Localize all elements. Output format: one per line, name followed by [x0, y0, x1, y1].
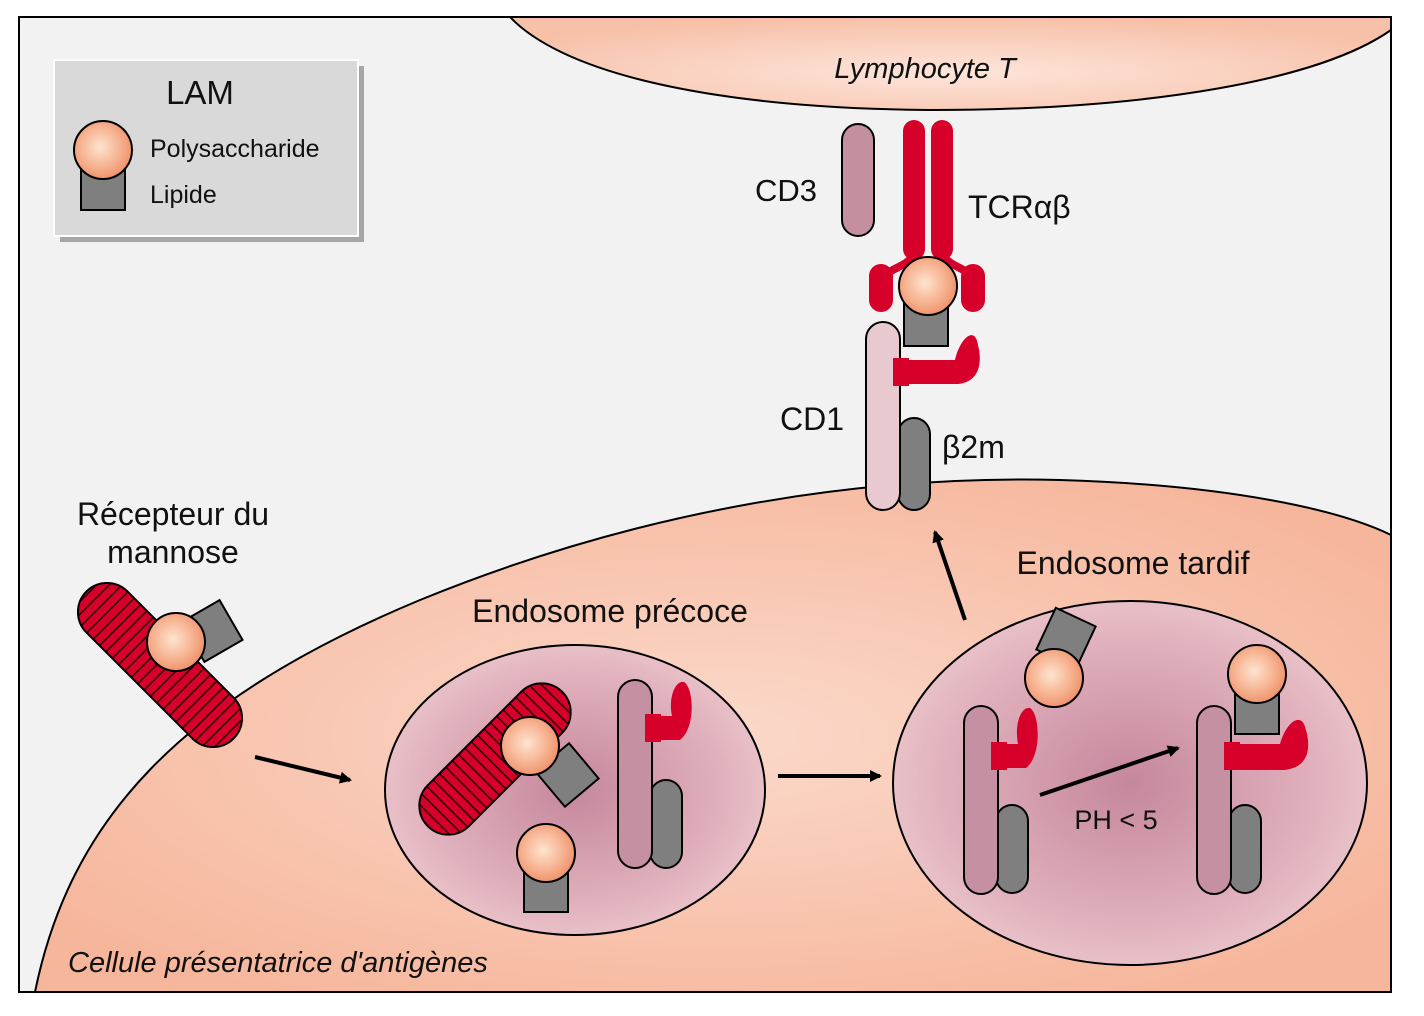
late-cd1-empty-groove-tip — [991, 742, 1007, 770]
apc-label: Cellule présentatrice d'antigènes — [68, 947, 488, 979]
cd1-alpha-groove — [905, 335, 980, 384]
early-cd1 — [617, 679, 653, 869]
b2m-label: β2m — [942, 429, 1005, 465]
tcr-beta-chain — [931, 120, 953, 260]
late-bound-lam-polysaccharide — [1227, 644, 1287, 704]
late-b2m-empty — [995, 804, 1029, 894]
late-free-lam-polysaccharide — [1024, 648, 1084, 708]
cd1-groove-tip — [893, 358, 909, 386]
ph-transition-arrow — [1039, 745, 1180, 797]
cd3-label: CD3 — [755, 173, 817, 208]
late-b2m-loaded — [1228, 804, 1262, 894]
late-cd1-empty-groove — [1001, 707, 1038, 768]
frame-border — [18, 16, 1392, 993]
b2m-molecule — [897, 417, 931, 511]
early-endosome-contents — [418, 679, 692, 913]
late-cd1-loaded-groove-tip — [1224, 742, 1240, 770]
early-cd1-groove — [655, 681, 692, 740]
mannose-receptor-surface — [76, 581, 244, 749]
tcr-alpha-beta — [869, 120, 985, 312]
tcr-alpha-chain — [903, 120, 925, 260]
legend: LAM Polysaccharide Lipide — [53, 59, 364, 242]
ph-label: PH < 5 — [1074, 805, 1157, 835]
legend-polysaccharide-swatch — [73, 120, 133, 180]
cd3-molecule — [841, 123, 875, 237]
receptor-label-line2: mannose — [107, 534, 239, 570]
cd1-molecule — [865, 321, 901, 511]
late-cd1-loaded — [1196, 705, 1232, 895]
endosomal-lam-polysaccharide-2 — [516, 823, 576, 883]
tcr-beta-domain — [961, 264, 985, 312]
t-lymphocyte-cell — [508, 17, 1391, 112]
late-endosome-label: Endosome tardif — [1016, 545, 1249, 581]
legend-title: LAM — [166, 74, 234, 111]
lam-polysaccharide-bound — [898, 256, 958, 316]
early-b2m — [649, 779, 683, 869]
tcr-label: TCRαβ — [968, 189, 1071, 225]
late-endosome-contents — [963, 606, 1309, 895]
cd1-label: CD1 — [780, 401, 844, 437]
lymphocyte-t-label: Lymphocyte T — [834, 53, 1018, 85]
legend-polysaccharide-label: Polysaccharide — [150, 135, 320, 163]
late-cd1-loaded-groove — [1234, 719, 1309, 770]
arrow-late-to-surface — [932, 530, 967, 621]
early-cd1-groove-tip — [645, 714, 661, 742]
surface-lam-polysaccharide — [146, 612, 206, 672]
cd1-complex-surface — [865, 256, 980, 511]
legend-lipide-label: Lipide — [150, 181, 217, 209]
endosomal-lam-polysaccharide-1 — [500, 716, 560, 776]
receptor-label-line1: Récepteur du — [77, 496, 269, 532]
early-endosome-label: Endosome précoce — [472, 593, 748, 629]
arrow-receptor-to-early — [254, 755, 352, 784]
tcr-alpha-domain — [869, 264, 893, 312]
late-cd1-empty — [963, 705, 999, 895]
